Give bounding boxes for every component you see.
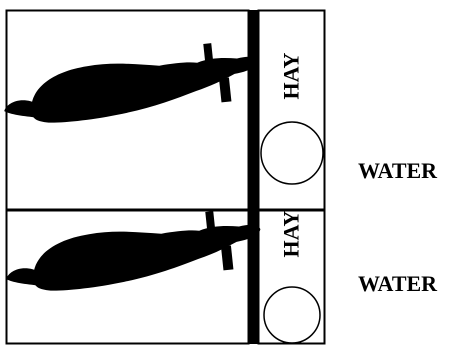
bottom-hay-label: HAY bbox=[279, 210, 304, 257]
top-stall-trough bbox=[259, 11, 325, 210]
top-water-bucket bbox=[261, 122, 323, 184]
bottom-water-bucket bbox=[264, 287, 320, 343]
top-hay-label: HAY bbox=[279, 52, 304, 99]
top-water-label: WATER bbox=[358, 160, 437, 182]
top-animal-silhouette bbox=[0, 38, 263, 128]
bottom-animal-silhouette bbox=[1, 206, 264, 296]
top-stall-divider bbox=[249, 10, 258, 210]
bottom-water-label: WATER bbox=[358, 273, 437, 295]
